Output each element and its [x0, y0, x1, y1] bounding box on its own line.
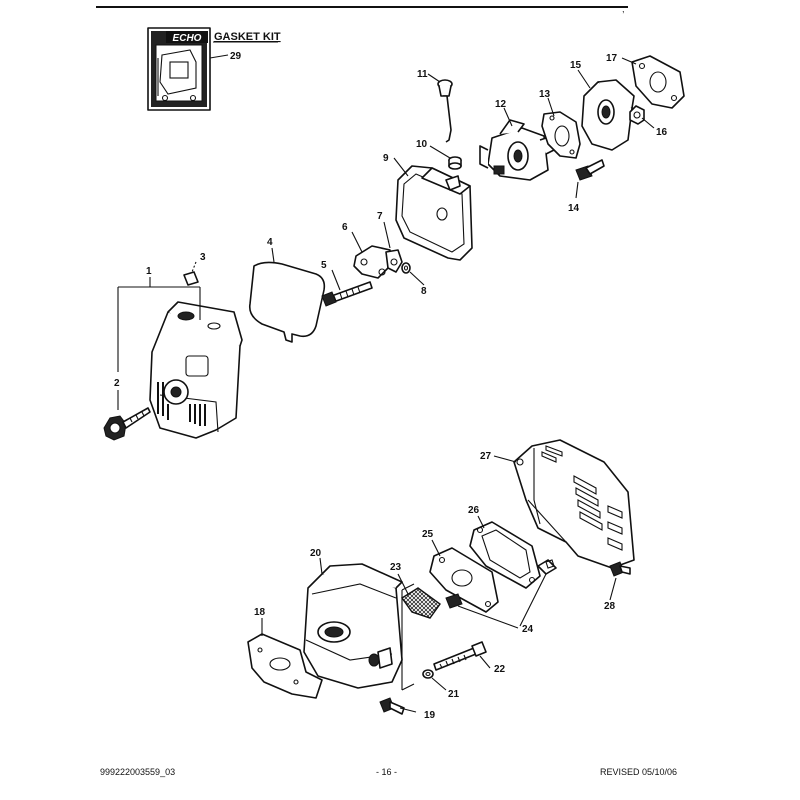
header-tick: ,	[622, 4, 625, 14]
callout-6: 6	[342, 222, 348, 233]
carburetor-gasket	[541, 111, 581, 159]
callout-18: 18	[254, 607, 266, 618]
bolt-28	[609, 561, 631, 577]
callout-5: 5	[321, 260, 327, 271]
choke-rod	[437, 79, 453, 143]
insulator	[581, 79, 635, 151]
bolts-24	[445, 559, 557, 609]
callout-23: 23	[390, 562, 402, 573]
callout-11: 11	[417, 69, 428, 80]
footer-revision-date: REVISED 05/10/06	[600, 767, 678, 777]
callout-14: 14	[568, 203, 580, 214]
cover-knob	[103, 407, 151, 441]
callout-29: 29	[230, 51, 242, 62]
heat-shield-plate	[247, 633, 323, 699]
callout-24: 24	[522, 624, 534, 635]
callout-7: 7	[377, 211, 383, 222]
callout-21: 21	[448, 689, 460, 700]
muffler-plate	[429, 547, 499, 613]
callout-3: 3	[200, 252, 206, 263]
callout-12: 12	[495, 99, 507, 110]
carburetor	[479, 119, 555, 181]
callout-2: 2	[114, 378, 120, 389]
gasket-kit-box: ECHO	[147, 27, 211, 111]
filter-bracket	[353, 245, 391, 279]
long-bolt-22	[433, 641, 487, 671]
small-plate	[385, 249, 403, 273]
callout-28: 28	[604, 601, 616, 612]
air-cleaner-case	[395, 165, 473, 261]
svg-text:ECHO: ECHO	[173, 33, 202, 44]
muffler-cover	[513, 439, 635, 569]
callout-22: 22	[494, 664, 506, 675]
muffler-gasket-26	[469, 521, 541, 589]
callout-20: 20	[310, 548, 322, 559]
callout-8: 8	[421, 286, 427, 297]
callout-25: 25	[422, 529, 434, 540]
callout-27: 27	[480, 451, 492, 462]
grommet	[448, 156, 462, 170]
small-label-tag	[183, 261, 199, 286]
callout-4: 4	[267, 237, 273, 248]
footer-page-number: - 16 -	[376, 767, 398, 777]
callout-1: 1	[146, 266, 152, 277]
callout-19: 19	[424, 710, 436, 721]
nut-16	[629, 105, 645, 125]
callout-17: 17	[606, 53, 618, 64]
callout-16: 16	[656, 127, 668, 138]
echo-logo: ECHO	[166, 31, 208, 44]
callout-13: 13	[539, 89, 551, 100]
washer-21	[422, 669, 434, 679]
callout-15: 15	[570, 60, 582, 71]
leader-lines	[117, 57, 655, 713]
air-cleaner-cover	[149, 301, 243, 439]
callout-26: 26	[468, 505, 480, 516]
air-filter	[248, 261, 326, 343]
muffler-body	[303, 563, 403, 689]
header-rule	[96, 6, 628, 8]
footer-part-number: 999222003559_03	[100, 767, 176, 777]
callout-labels: 1 2 3 4 5 6 7 8 9 10 11 12 13 14 15 16 1…	[114, 53, 668, 721]
bolt-14	[575, 159, 605, 181]
bolt-19	[379, 697, 405, 715]
gasket-kit-title: GASKET KIT	[214, 31, 281, 43]
spark-arrestor-screen	[400, 587, 441, 619]
callout-10: 10	[416, 139, 428, 150]
callout-9: 9	[383, 153, 389, 164]
washer-8	[401, 262, 411, 274]
long-bolt	[321, 281, 373, 307]
insulator-gasket	[631, 55, 685, 109]
